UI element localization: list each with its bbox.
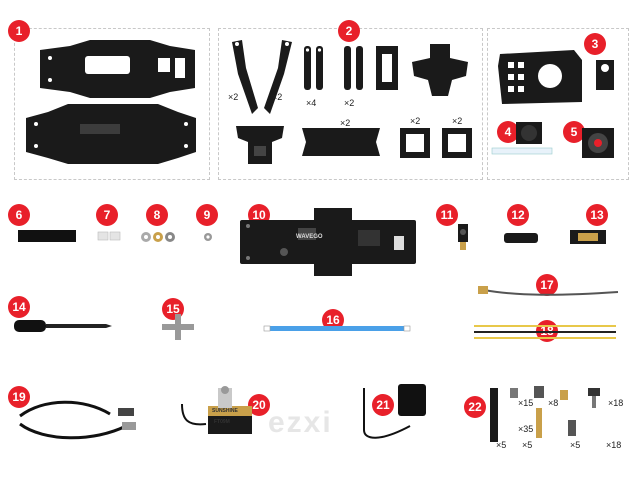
chassis-top-plate [40,40,195,98]
servo-motor [181,386,252,434]
item-number-21: 21 [372,394,394,416]
item-number-5: 5 [563,121,585,143]
main-control-board [240,208,416,276]
servo-horn-bracket [376,46,398,90]
item-number-16: 16 [322,309,344,331]
jumper-wires [474,325,616,339]
ribbon-cable [263,325,411,332]
cooling-fan [582,128,614,158]
item-number-20: 20 [248,394,270,416]
servo-model: FT09M [214,419,230,425]
item-number-19: 19 [8,386,30,408]
item-number-2: 2 [338,20,360,42]
qty-leg-b: ×2 [272,92,283,102]
camera-bracket [596,60,614,90]
camera-sensor [458,224,468,250]
item-number-6: 6 [8,204,30,226]
leg-bracket-a [232,40,258,114]
screw-qty-1: ×15 [518,398,534,408]
rubber-feet [97,231,121,241]
item-number-11: 11 [436,204,458,226]
camera-housing [498,50,582,104]
item-number-17: 17 [536,274,558,296]
panel-chassis-plates [14,28,210,180]
screw-qty-2: ×8 [548,398,559,408]
item-number-22: 22 [464,396,486,418]
screw-qty-3: ×18 [608,398,624,408]
item-number-1: 1 [8,20,30,42]
screwdriver [14,320,112,332]
servo-frame-b [442,128,472,158]
foam-pad [18,230,76,242]
panel-camera-mount [487,28,629,180]
item-number-8: 8 [146,204,168,226]
board-label: WAVEGO [296,234,323,240]
item-number-9: 9 [196,204,218,226]
usb-cable [19,400,136,440]
antenna-cable [478,286,619,296]
link-rods-a [304,46,323,90]
watermark-text: ezxi [268,406,333,439]
screw-qty-7: ×5 [570,440,581,450]
qty-leg-a: ×2 [228,92,239,102]
screw-qty-5: ×5 [496,440,507,450]
qty-frame-b: ×2 [452,116,463,126]
qty-links-a: ×4 [306,98,317,108]
screw-qty-6: ×5 [522,440,533,450]
qty-mount-b: ×2 [340,118,351,128]
chassis-bottom-plate [26,104,196,164]
servo-brand: SUNSHINE [212,408,238,414]
battery-holder [504,233,538,243]
shoulder-mount [236,126,284,164]
head-mount [412,44,468,96]
qty-frame-a: ×2 [410,116,421,126]
camera-module [491,122,553,155]
switch-connector [570,230,606,244]
qty-links-b: ×2 [344,98,355,108]
leg-bracket-b [264,40,292,114]
screw-set [490,386,600,442]
power-adapter [363,384,426,439]
item-number-7: 7 [96,204,118,226]
screw-qty-4: ×35 [518,424,534,434]
cross-wrench [162,314,194,340]
item-number-13: 13 [586,204,608,226]
bearings [141,232,175,242]
body-frame [302,128,380,156]
item-number-4: 4 [497,121,519,143]
item-number-14: 14 [8,296,30,318]
item-number-3: 3 [584,33,606,55]
screw-qty-8: ×18 [606,440,622,450]
link-rods-b [344,46,363,90]
item-number-12: 12 [507,204,529,226]
servo-frame-a [400,128,430,158]
nut [204,233,212,241]
